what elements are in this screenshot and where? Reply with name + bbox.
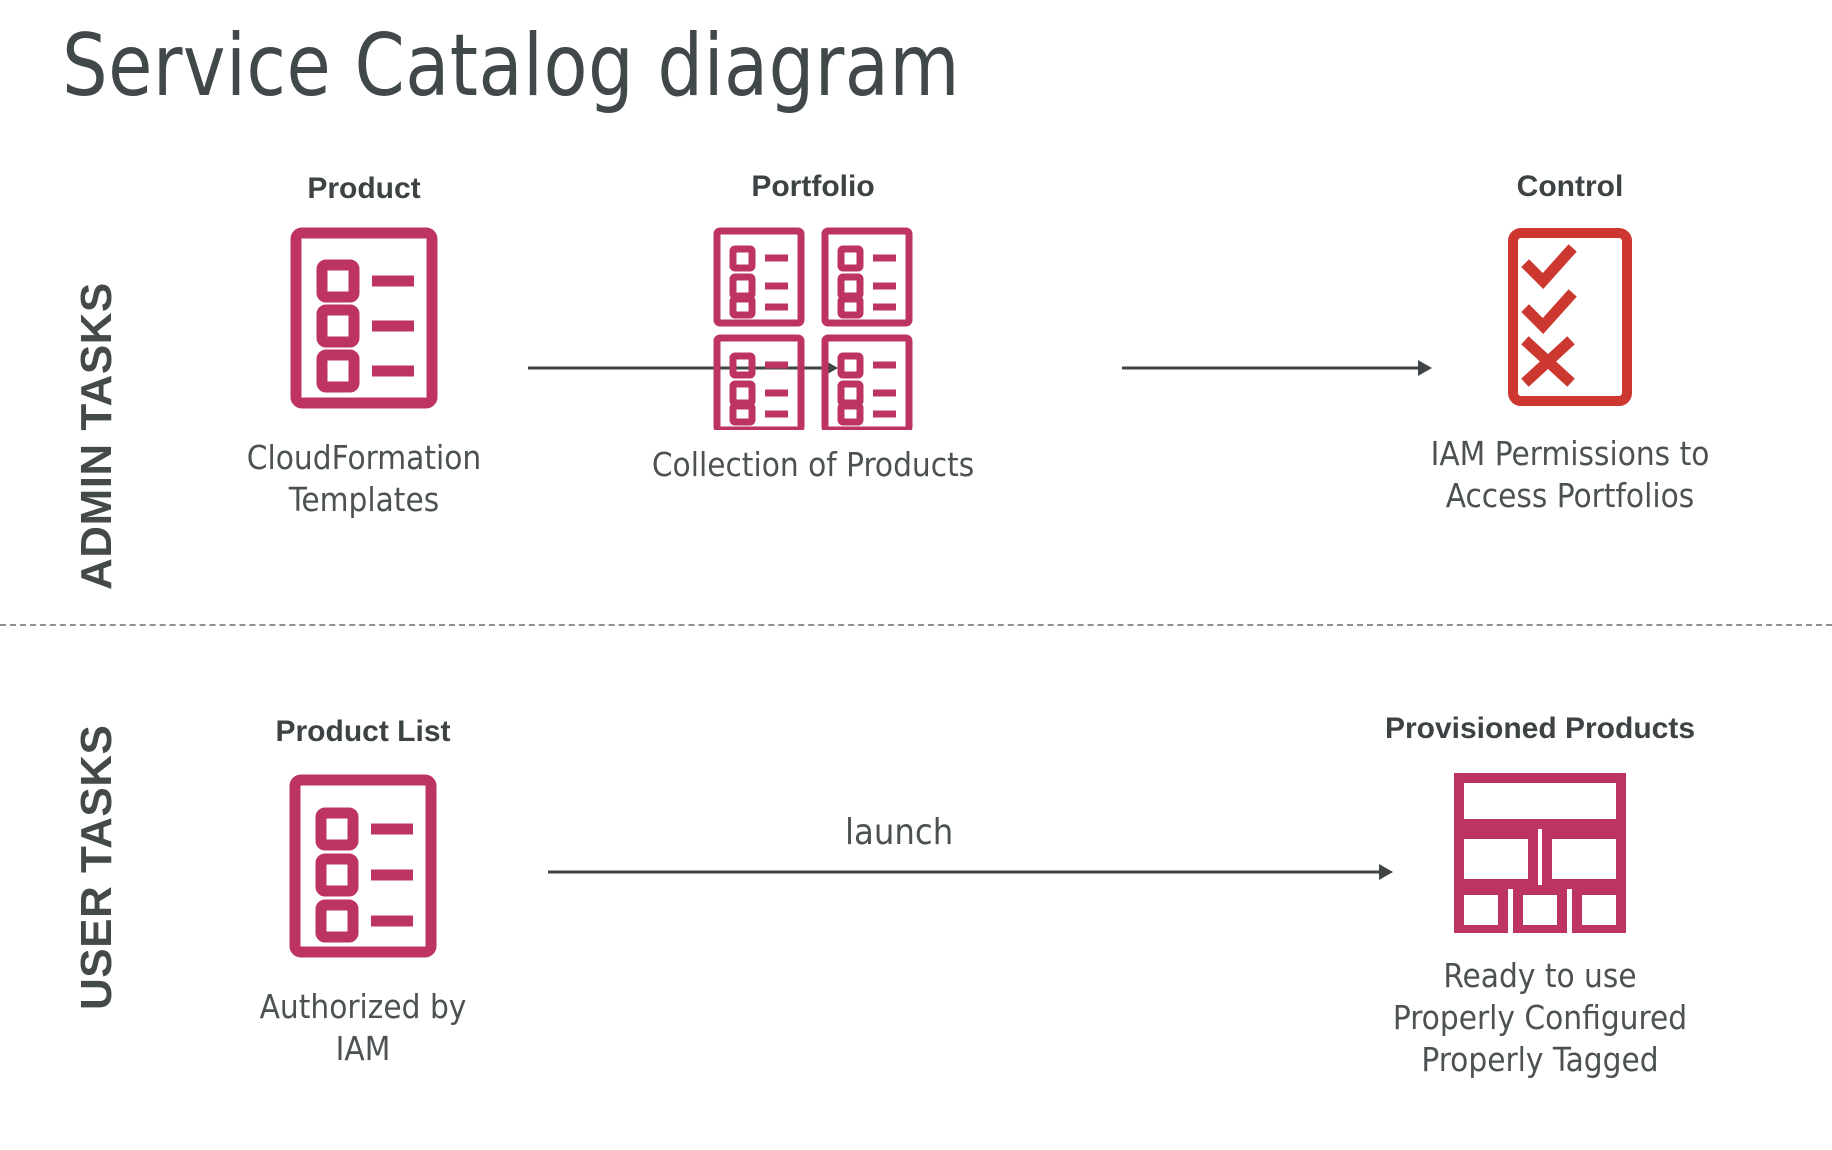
node-portfolio: Portfolio (648, 170, 978, 486)
node-portfolio-title: Portfolio (751, 170, 875, 203)
checklist-document-icon (233, 227, 495, 409)
checklist-document-grid-icon (648, 227, 978, 430)
node-provisioned-products-caption: Ready to use Properly Configured Properl… (1392, 956, 1688, 1080)
arrow-portfolio-to-control (1122, 358, 1432, 378)
node-product-list-title: Product List (275, 715, 451, 748)
checklist-document-icon (228, 774, 498, 958)
node-control-title: Control (1516, 170, 1624, 203)
node-product-title: Product (307, 172, 421, 205)
section-divider (0, 624, 1832, 626)
band-label-admin-tasks: ADMIN TASKS (72, 282, 121, 590)
node-provisioned-products-title: Provisioned Products (1384, 712, 1696, 745)
node-provisioned-products: Provisioned Products Ready to use Proper… (1340, 712, 1740, 1082)
layout-blocks-icon (1340, 773, 1740, 933)
node-control: Control IAM Permissions to Access Portfo… (1400, 170, 1740, 517)
node-control-caption: IAM Permissions to Access Portfolios (1430, 434, 1710, 516)
node-portfolio-caption: Collection of Products (651, 445, 975, 484)
page-title: Service Catalog diagram (62, 16, 960, 116)
node-product: Product CloudFormation Templates (233, 172, 495, 521)
node-product-caption: CloudFormation Templates (246, 438, 482, 520)
node-product-list: Product List Authorized by IAM (228, 715, 498, 1070)
node-product-list-caption: Authorized by IAM (259, 987, 467, 1069)
band-label-user-tasks: USER TASKS (72, 724, 121, 1010)
arrow-label-launch: launch (845, 812, 954, 853)
check-check-cross-document-icon (1400, 227, 1740, 407)
arrow-launch (548, 862, 1393, 882)
